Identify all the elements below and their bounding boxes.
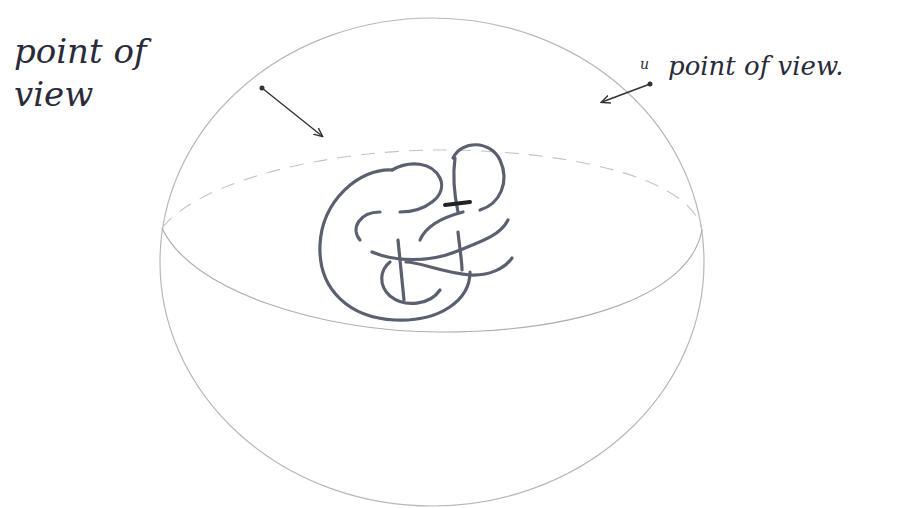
viewpoint-label: point of view. bbox=[668, 50, 843, 83]
point-label: u bbox=[640, 56, 649, 74]
viewpoint-label: point of view bbox=[14, 30, 189, 115]
